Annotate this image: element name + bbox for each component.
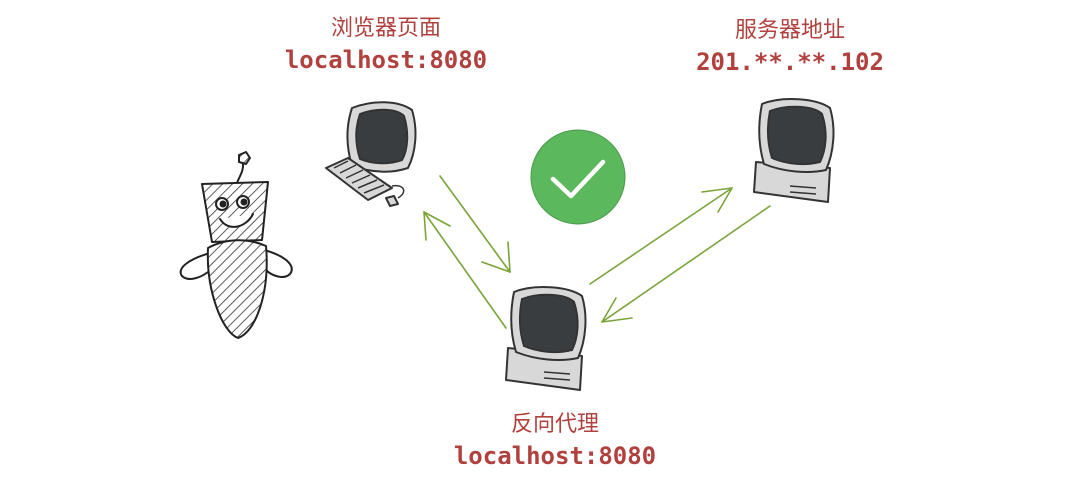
arrow-server-to-proxy: [601, 205, 771, 323]
arrow-browser-to-proxy: [439, 175, 511, 273]
user-robot-icon: [179, 151, 293, 339]
browser-node-label: 浏览器页面 localhost:8080: [256, 14, 516, 76]
desktop-computer-icon: [325, 101, 417, 207]
server-title: 服务器地址: [734, 18, 845, 43]
checkmark-icon: [530, 129, 626, 225]
proxy-address: localhost:8080: [453, 442, 657, 470]
proxy-node-label: 反向代理 localhost:8080: [425, 410, 685, 472]
server-node-label: 服务器地址 201.**.**.102: [660, 16, 920, 78]
server-computer-icon: [753, 98, 835, 203]
proxy-title: 反向代理: [510, 412, 599, 437]
browser-address: localhost:8080: [284, 46, 488, 74]
proxy-computer-icon: [505, 286, 587, 391]
arrow-proxy-to-browser: [423, 211, 507, 329]
arrow-proxy-to-server: [589, 187, 733, 285]
server-address: 201.**.**.102: [696, 48, 884, 76]
browser-title: 浏览器页面: [330, 16, 441, 41]
